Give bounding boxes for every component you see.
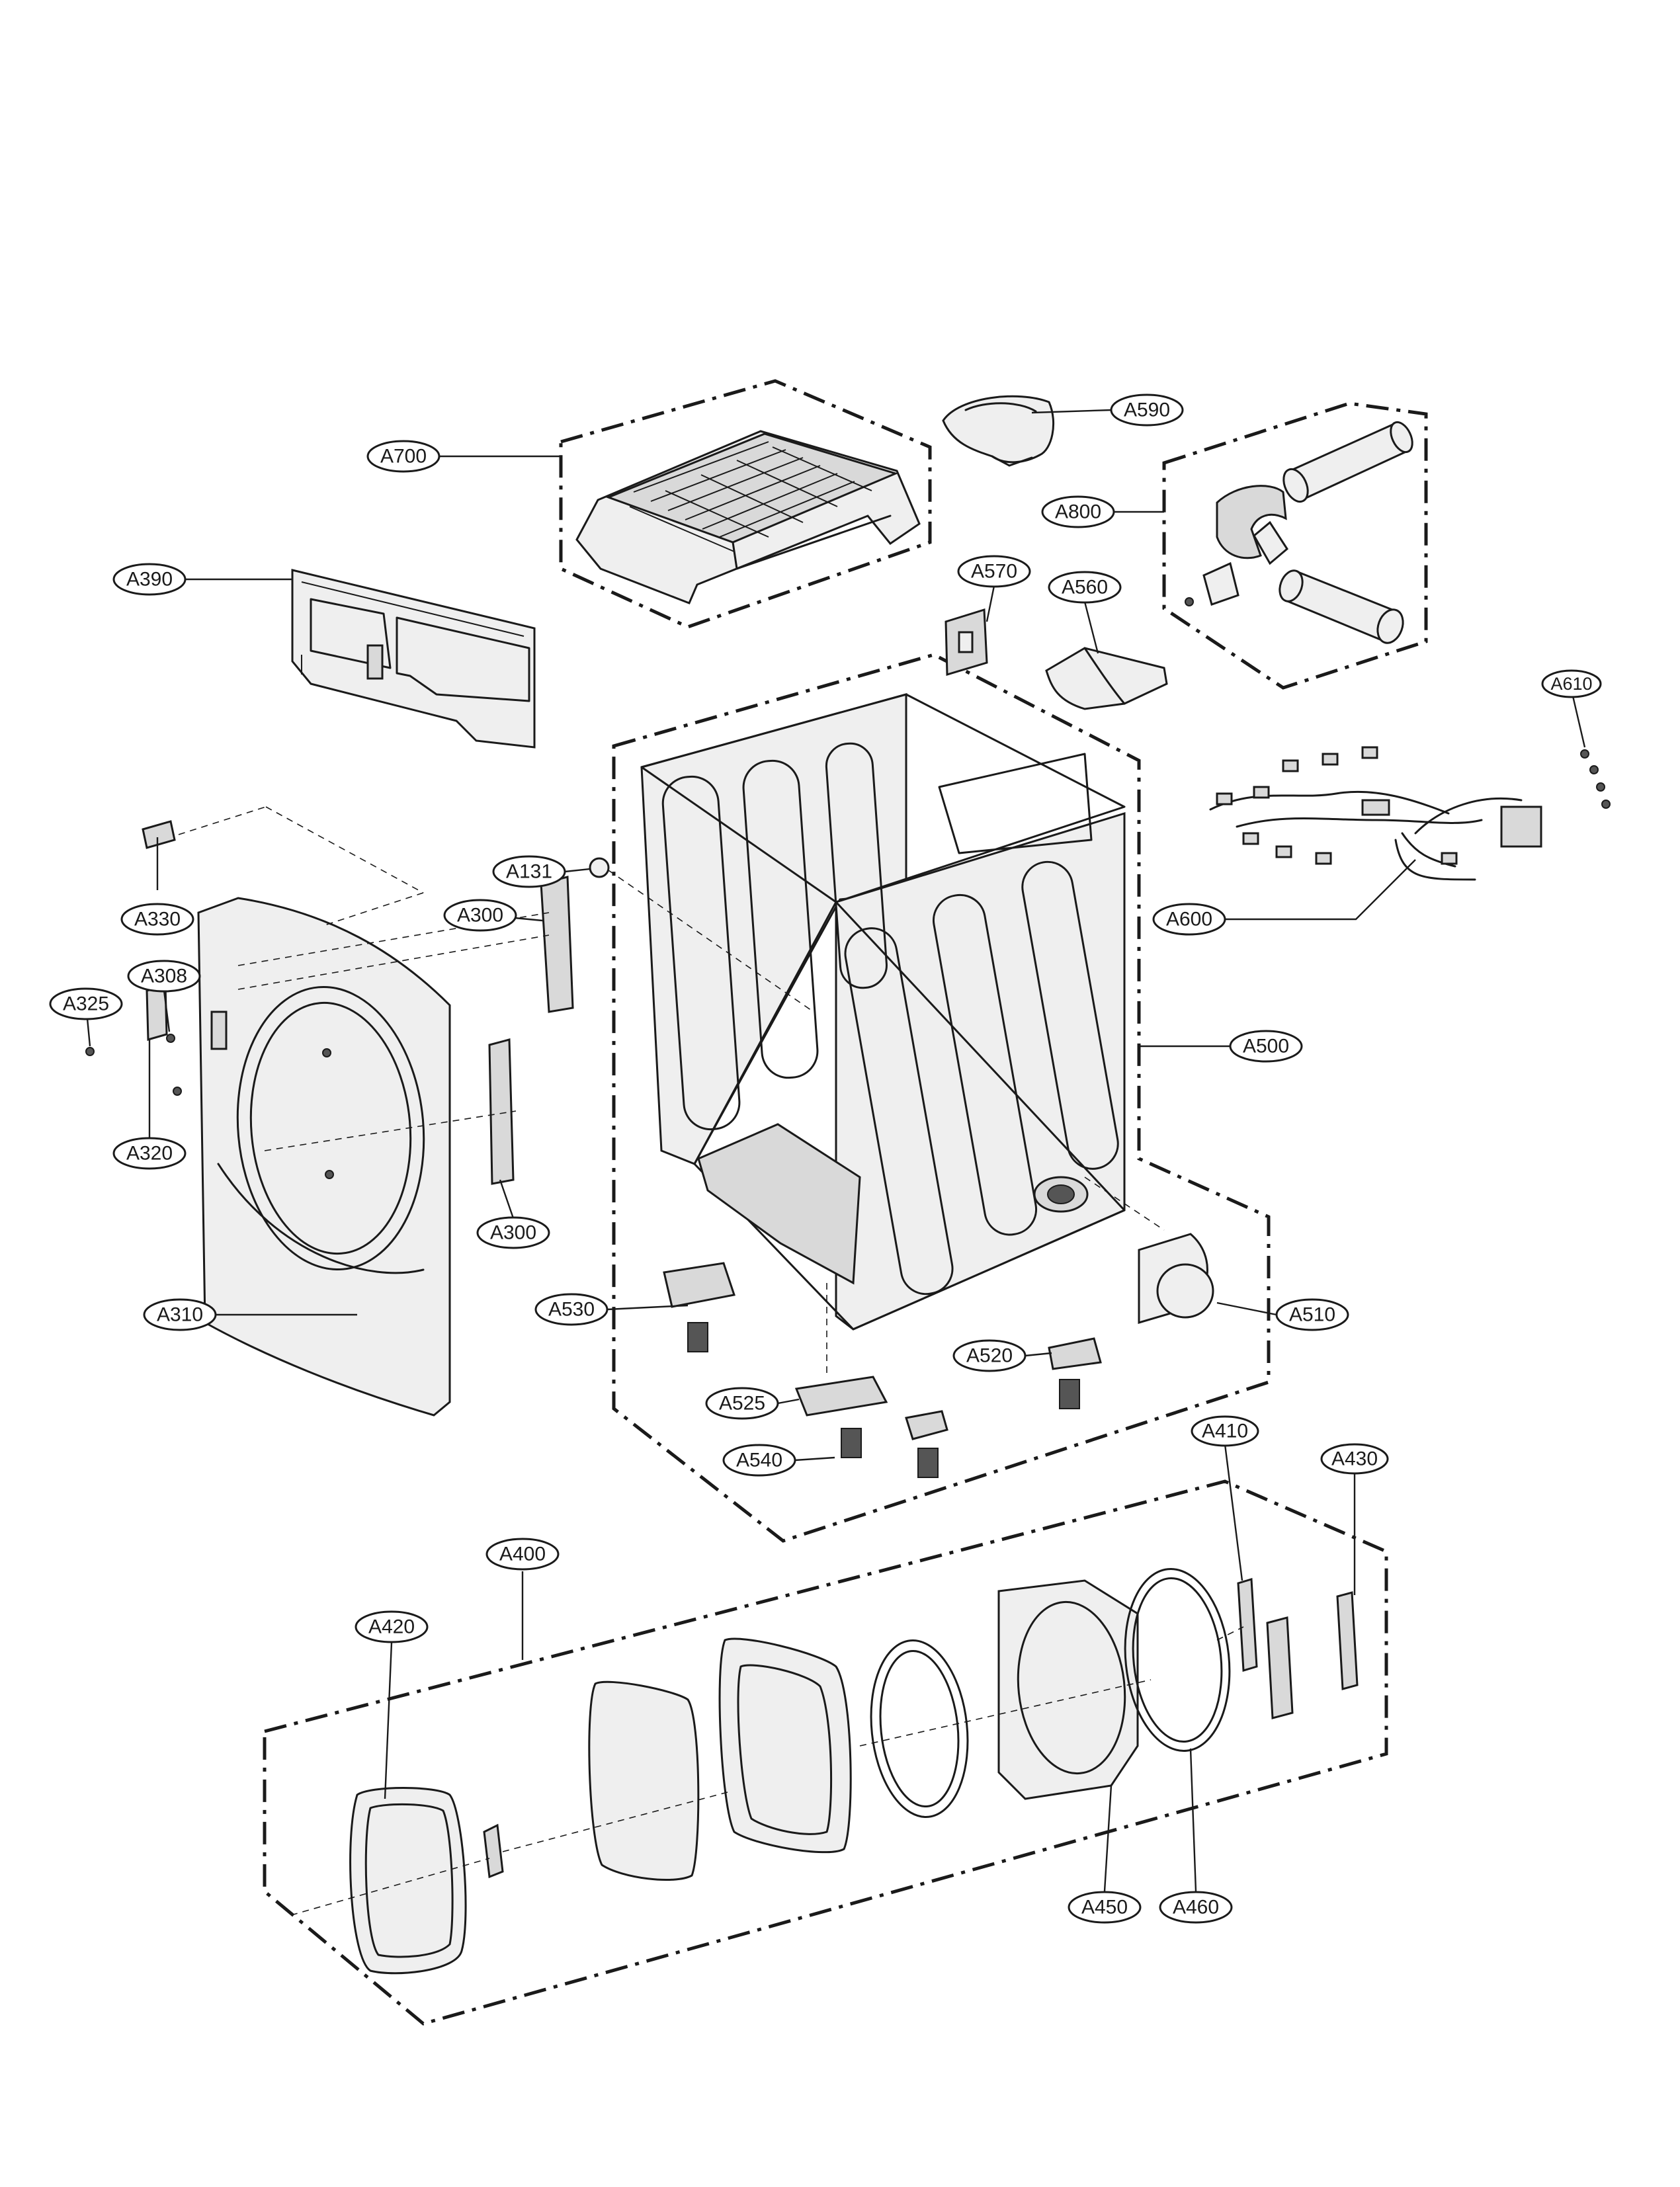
label-a560: A560 — [1062, 577, 1108, 598]
brackets-and-fasteners — [85, 820, 1214, 1478]
label-a600: A600 — [1166, 909, 1212, 930]
label-a530: A530 — [548, 1299, 595, 1321]
rear-panel-part — [291, 569, 536, 749]
callout-a300-top: A300 — [443, 899, 517, 932]
group-outline-a700 — [559, 379, 932, 629]
label-a410: A410 — [1202, 1421, 1248, 1442]
duct-elbow-part — [1045, 647, 1168, 710]
label-a500: A500 — [1243, 1036, 1289, 1057]
label-a430: A430 — [1331, 1448, 1378, 1470]
service-plate-part — [945, 608, 988, 677]
callout-a325: A325 — [49, 987, 123, 1020]
duct-kit-part — [1185, 421, 1413, 644]
label-a330: A330 — [134, 909, 181, 930]
top-panel-part — [575, 430, 921, 604]
label-a320: A320 — [126, 1143, 173, 1165]
callout-a500: A500 — [1229, 1030, 1303, 1063]
label-a525: A525 — [719, 1393, 765, 1415]
callout-a560: A560 — [1048, 571, 1122, 604]
callout-a800: A800 — [1041, 495, 1115, 528]
callout-a590: A590 — [1110, 393, 1184, 427]
callout-a520: A520 — [952, 1339, 1027, 1372]
label-a400: A400 — [499, 1544, 546, 1565]
group-outline-a400 — [263, 1479, 1388, 2026]
callout-a460: A460 — [1159, 1891, 1233, 1924]
label-a520: A520 — [966, 1345, 1013, 1367]
callout-a540: A540 — [722, 1444, 796, 1477]
callout-a300-bottom: A300 — [476, 1216, 550, 1249]
callout-a610: A610 — [1541, 669, 1602, 698]
callout-a310: A310 — [143, 1298, 217, 1331]
label-a308: A308 — [141, 966, 187, 987]
label-a540: A540 — [736, 1450, 782, 1471]
label-a390: A390 — [126, 569, 173, 591]
label-a325: A325 — [63, 993, 109, 1015]
label-a610: A610 — [1550, 674, 1592, 694]
callout-a131: A131 — [492, 855, 566, 888]
label-a590: A590 — [1124, 399, 1170, 421]
wire-harness-part — [1209, 746, 1611, 881]
label-a510: A510 — [1289, 1304, 1335, 1326]
callout-a400: A400 — [485, 1538, 560, 1571]
callout-a450: A450 — [1068, 1891, 1142, 1924]
callout-a530: A530 — [534, 1293, 609, 1326]
front-panel-part — [197, 897, 451, 1417]
callout-a308: A308 — [127, 960, 201, 993]
duct-cover-part — [942, 395, 1055, 467]
label-a570: A570 — [971, 561, 1017, 583]
door-assembly-part — [349, 1568, 1359, 1975]
group-outline-a500 — [612, 653, 1271, 1543]
label-a420: A420 — [368, 1616, 415, 1638]
label-a700: A700 — [380, 446, 427, 468]
callout-a510: A510 — [1275, 1298, 1349, 1331]
label-a800: A800 — [1055, 501, 1101, 523]
label-a131: A131 — [506, 861, 552, 883]
callout-a410: A410 — [1191, 1415, 1259, 1447]
callout-a525: A525 — [705, 1387, 779, 1420]
callout-a430: A430 — [1320, 1443, 1389, 1475]
callout-a570: A570 — [957, 555, 1031, 588]
callout-a330: A330 — [120, 903, 194, 936]
cabinet-part — [640, 693, 1126, 1331]
label-a310: A310 — [157, 1304, 203, 1326]
callout-a420: A420 — [355, 1610, 429, 1643]
label-a450: A450 — [1081, 1897, 1128, 1919]
leader-lines — [86, 409, 1586, 1892]
group-outline-a800 — [1162, 401, 1428, 690]
label-a300-top: A300 — [457, 905, 503, 927]
callout-a320: A320 — [112, 1137, 187, 1170]
callout-a700: A700 — [366, 440, 441, 473]
group-outlines — [263, 379, 1428, 2026]
callout-a600: A600 — [1152, 903, 1226, 936]
callout-a390: A390 — [112, 563, 187, 596]
label-a460: A460 — [1173, 1897, 1219, 1919]
label-a300-bottom: A300 — [490, 1222, 536, 1244]
